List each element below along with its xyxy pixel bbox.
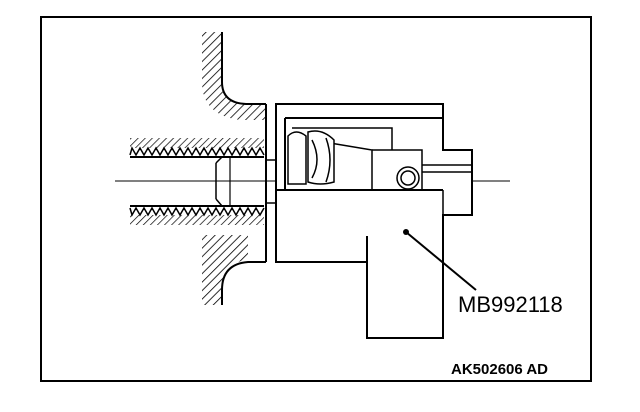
figure-frame [40,16,592,382]
callout-leader [403,229,477,291]
bearing-elements [287,130,420,190]
housing-wall [202,32,267,305]
figure-id: AK502606 AD [451,361,548,378]
shaft [215,156,276,207]
callout-label: MB992118 [458,292,563,317]
